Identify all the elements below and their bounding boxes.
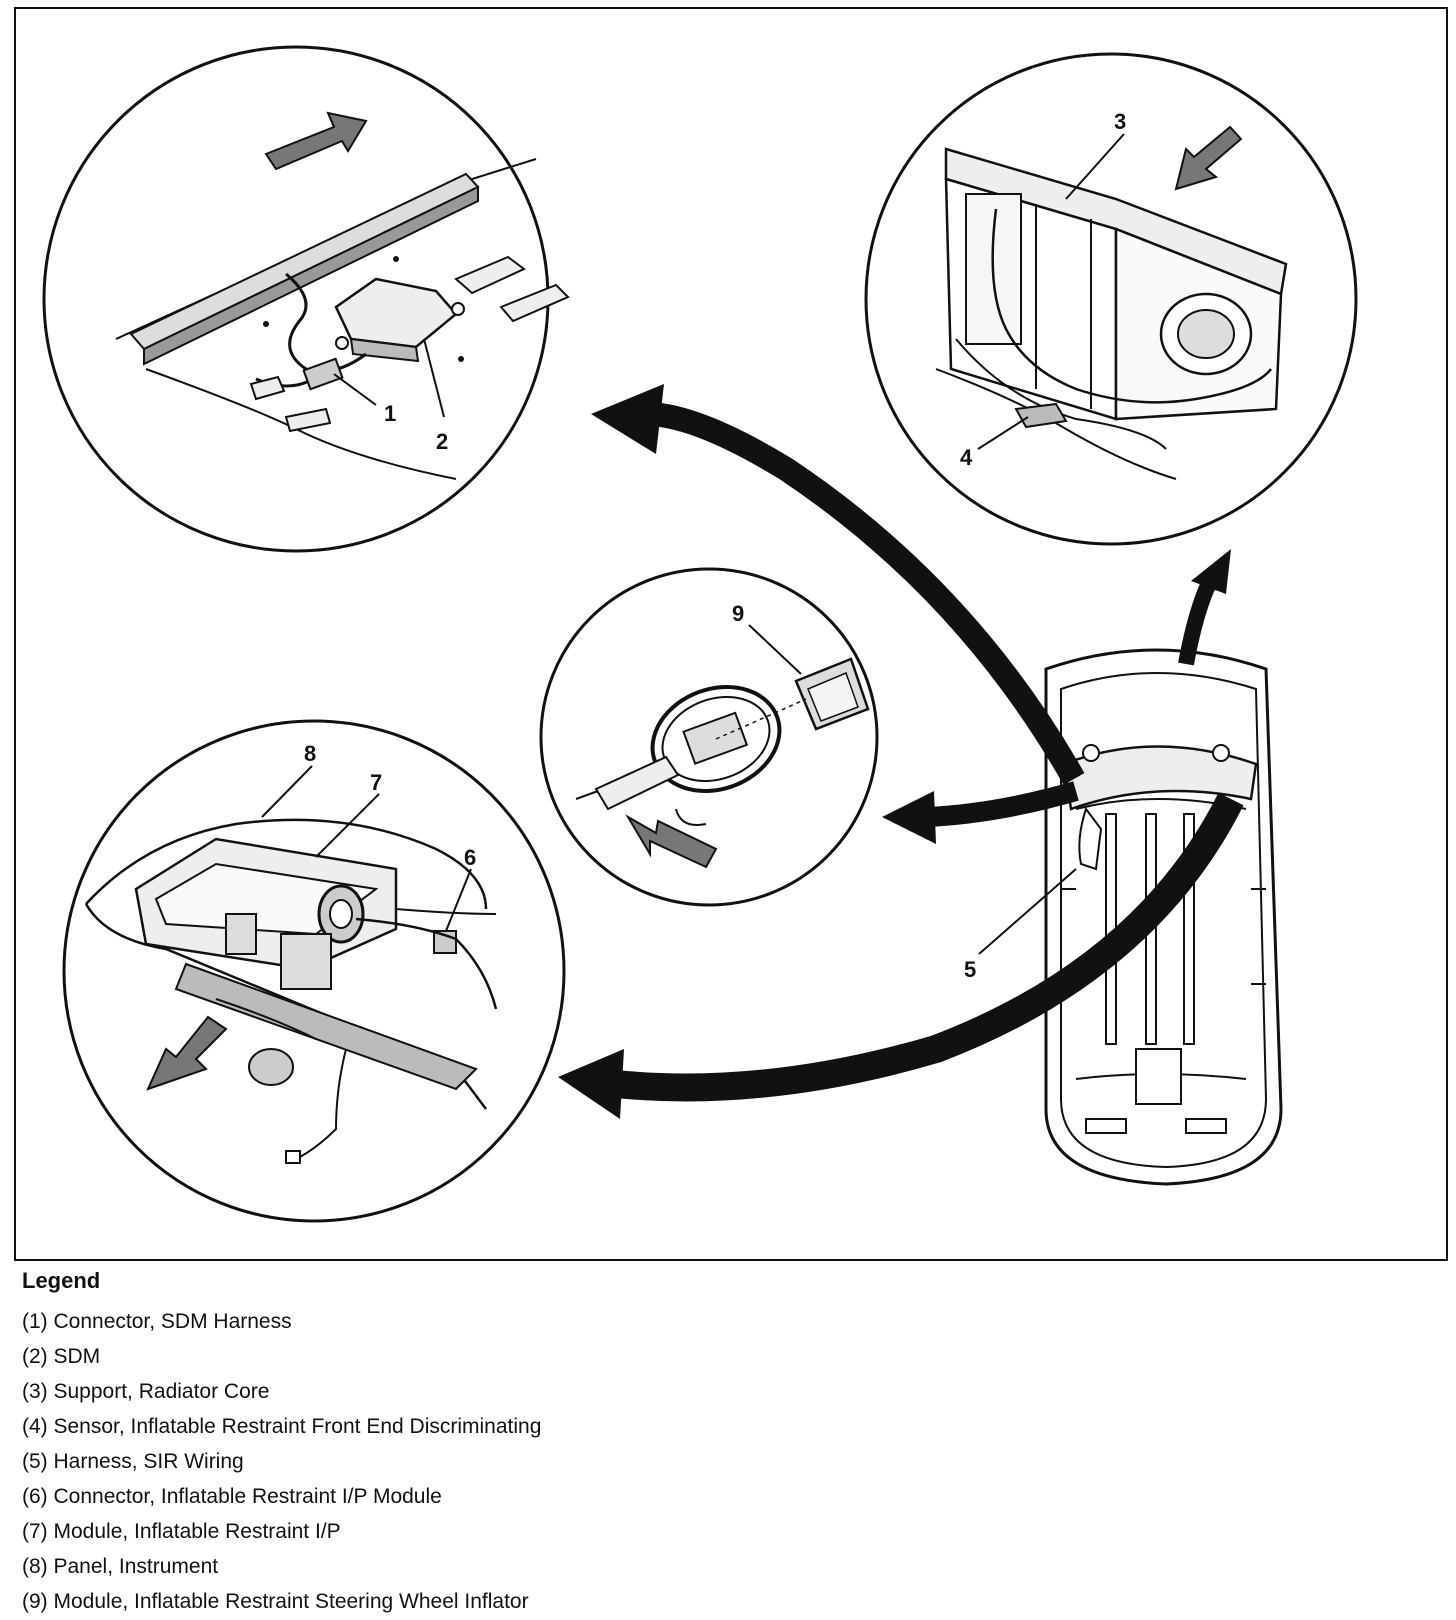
direction-arrow-icon	[1174, 125, 1243, 191]
ip-module	[134, 837, 398, 990]
arrowhead-icon	[882, 791, 936, 844]
callout-5: 5	[964, 957, 976, 982]
callout-2: 2	[436, 429, 448, 454]
diagram-frame: 1 2 3 4	[14, 7, 1448, 1261]
vehicle-top-view: 5	[964, 648, 1283, 1186]
callout-6: 6	[464, 845, 476, 870]
legend-item: (7) Module, Inflatable Restraint I/P	[22, 1520, 341, 1543]
detail-circle-sdm: 1 2	[42, 45, 570, 553]
arrowhead-icon	[1191, 549, 1231, 594]
legend-title: Legend	[22, 1268, 101, 1293]
callout-3: 3	[1114, 109, 1126, 134]
diagram-illustration: 1 2 3 4	[42, 45, 1358, 1223]
detail-circle-instrument-panel: 8 7 6	[62, 719, 566, 1223]
steering-wheel-inflator-module	[794, 657, 870, 731]
direction-arrow-icon	[146, 1015, 228, 1091]
detail-circle-steering-wheel: 9	[539, 567, 879, 907]
arrowhead-icon	[591, 384, 664, 454]
legend-item: (9) Module, Inflatable Restraint Steerin…	[22, 1590, 529, 1613]
legend-item: (8) Panel, Instrument	[22, 1555, 219, 1578]
callout-4: 4	[960, 445, 973, 470]
callout-8: 8	[304, 741, 316, 766]
direction-arrow-icon	[625, 814, 718, 869]
sdm-module	[334, 277, 465, 363]
callout-9: 9	[732, 601, 744, 626]
callout-7: 7	[370, 770, 382, 795]
arrowhead-icon	[558, 1049, 624, 1119]
detail-circle-radiator-support: 3 4	[864, 52, 1358, 546]
callout-1: 1	[384, 401, 396, 426]
location-arrows	[558, 384, 1244, 1119]
legend: Legend (1) Connector, SDM Harness (2) SD…	[22, 1268, 1422, 1619]
direction-arrow-icon	[264, 111, 368, 171]
legend-item: (3) Support, Radiator Core	[22, 1380, 270, 1403]
legend-list: (1) Connector, SDM Harness (2) SDM (3) S…	[22, 1304, 1422, 1619]
legend-item: (4) Sensor, Inflatable Restraint Front E…	[22, 1415, 542, 1438]
legend-item: (5) Harness, SIR Wiring	[22, 1450, 244, 1473]
legend-item: (6) Connector, Inflatable Restraint I/P …	[22, 1485, 442, 1508]
legend-item: (1) Connector, SDM Harness	[22, 1310, 292, 1333]
legend-item: (2) SDM	[22, 1345, 101, 1368]
